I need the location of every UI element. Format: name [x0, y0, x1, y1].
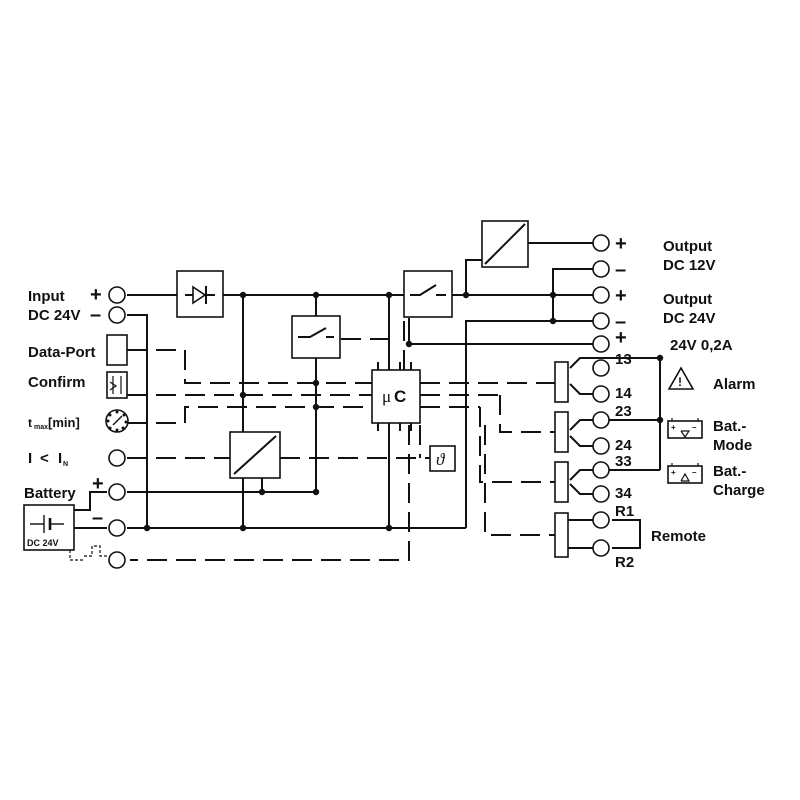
battery-minus: –	[92, 507, 103, 529]
out24-title: Output	[663, 291, 712, 308]
terminal-i-in	[108, 449, 126, 467]
batcharge-line2: Charge	[713, 482, 765, 499]
terminal-battery-minus	[108, 519, 126, 537]
label-33: 33	[615, 453, 632, 470]
terminal-33	[592, 461, 610, 479]
label-24: 24	[615, 437, 632, 454]
label-13: 13	[615, 351, 632, 368]
out12-minus: –	[615, 259, 626, 281]
label-23: 23	[615, 403, 632, 420]
terminal-r2	[592, 539, 610, 557]
battery-plus: +	[92, 473, 104, 495]
label-r1: R1	[615, 503, 634, 520]
terminal-23	[592, 411, 610, 429]
left-labels: Input DC 24V + – Data-Port Confirm t max…	[24, 284, 104, 529]
right-terminals	[592, 234, 610, 557]
out12-title: Output	[663, 238, 712, 255]
terminal-input-plus	[108, 286, 126, 304]
rotary-selector-icon	[105, 409, 129, 433]
control-wiring	[127, 318, 560, 561]
out12-plus: +	[615, 233, 627, 255]
out12-dc: DC 12V	[663, 257, 716, 274]
dc-dc-charger	[229, 431, 281, 479]
battery-icon: DC 24V	[23, 504, 75, 551]
uc-c: C	[394, 387, 406, 406]
terminal-r1	[592, 511, 610, 529]
terminal-input-minus	[108, 306, 126, 324]
output-switch	[403, 270, 453, 318]
tmax-rest: [min]	[48, 415, 80, 430]
terminal-12v-minus	[592, 260, 610, 278]
battery-charge-icon: + –	[667, 463, 703, 484]
dc-converter-12v	[481, 220, 529, 268]
i-n-sub: N	[63, 461, 68, 468]
batcharge-line1: Bat.-	[713, 463, 746, 480]
microcontroller: μ C	[371, 362, 421, 431]
input-minus: –	[90, 304, 101, 326]
batmode-line1: Bat.-	[713, 418, 746, 435]
terminal-battery-plus	[108, 483, 126, 501]
relay-switch-upper	[291, 315, 341, 359]
out24-plus: +	[615, 285, 627, 307]
left-terminals	[108, 286, 126, 569]
remote-label: Remote	[651, 528, 706, 545]
terminal-24v-plus	[592, 286, 610, 304]
label-14: 14	[615, 385, 632, 402]
tmax-sub: max	[34, 424, 48, 431]
terminal-24	[592, 437, 610, 455]
battery-dc-label: DC 24V	[27, 538, 59, 548]
junction-dots	[143, 291, 664, 532]
aux-plus: +	[615, 327, 627, 349]
input-dc-label: DC 24V	[28, 307, 81, 324]
terminal-14	[592, 385, 610, 403]
tmax-t: t	[28, 416, 32, 430]
input-label: Input	[28, 288, 65, 305]
relay-coils	[554, 361, 569, 558]
confirm-label: Confirm	[28, 374, 86, 391]
batcharge-minus: –	[692, 468, 697, 477]
terminal-24v-minus	[592, 312, 610, 330]
terminal-12v-plus	[592, 234, 610, 252]
out24-minus: –	[615, 311, 626, 333]
confirm-switch-icon	[106, 371, 128, 399]
label-34: 34	[615, 485, 632, 502]
i-lt: <	[40, 450, 49, 467]
data-port-connector	[106, 334, 128, 366]
i-label: I	[28, 450, 32, 467]
rectifier-block	[176, 270, 224, 318]
i-n: I	[58, 450, 62, 467]
right-labels: + – + – + Output DC 12V Output DC 24V 24…	[615, 233, 765, 571]
batmode-line2: Mode	[713, 437, 752, 454]
warning-icon: !	[667, 366, 695, 390]
out24-dc: DC 24V	[663, 310, 716, 327]
terminal-aux-plus	[592, 335, 610, 353]
aux-label: 24V 0,2A	[670, 337, 733, 354]
alarm-label: Alarm	[713, 376, 756, 393]
uc-mu: μ	[382, 387, 391, 406]
terminal-34	[592, 485, 610, 503]
warning-mark: !	[678, 375, 682, 389]
temperature-sensor: ϑ	[429, 445, 456, 472]
batmode-minus: –	[692, 423, 697, 432]
label-r2: R2	[615, 554, 634, 571]
input-plus: +	[90, 284, 102, 306]
batmode-plus: +	[671, 423, 676, 432]
battery-label: Battery	[24, 485, 76, 502]
battery-mode-icon: + –	[667, 418, 703, 439]
data-port-label: Data-Port	[28, 344, 96, 361]
batcharge-plus: +	[671, 468, 676, 477]
terminal-battery-sense	[108, 551, 126, 569]
terminal-13	[592, 359, 610, 377]
theta-icon: ϑ	[436, 450, 446, 469]
